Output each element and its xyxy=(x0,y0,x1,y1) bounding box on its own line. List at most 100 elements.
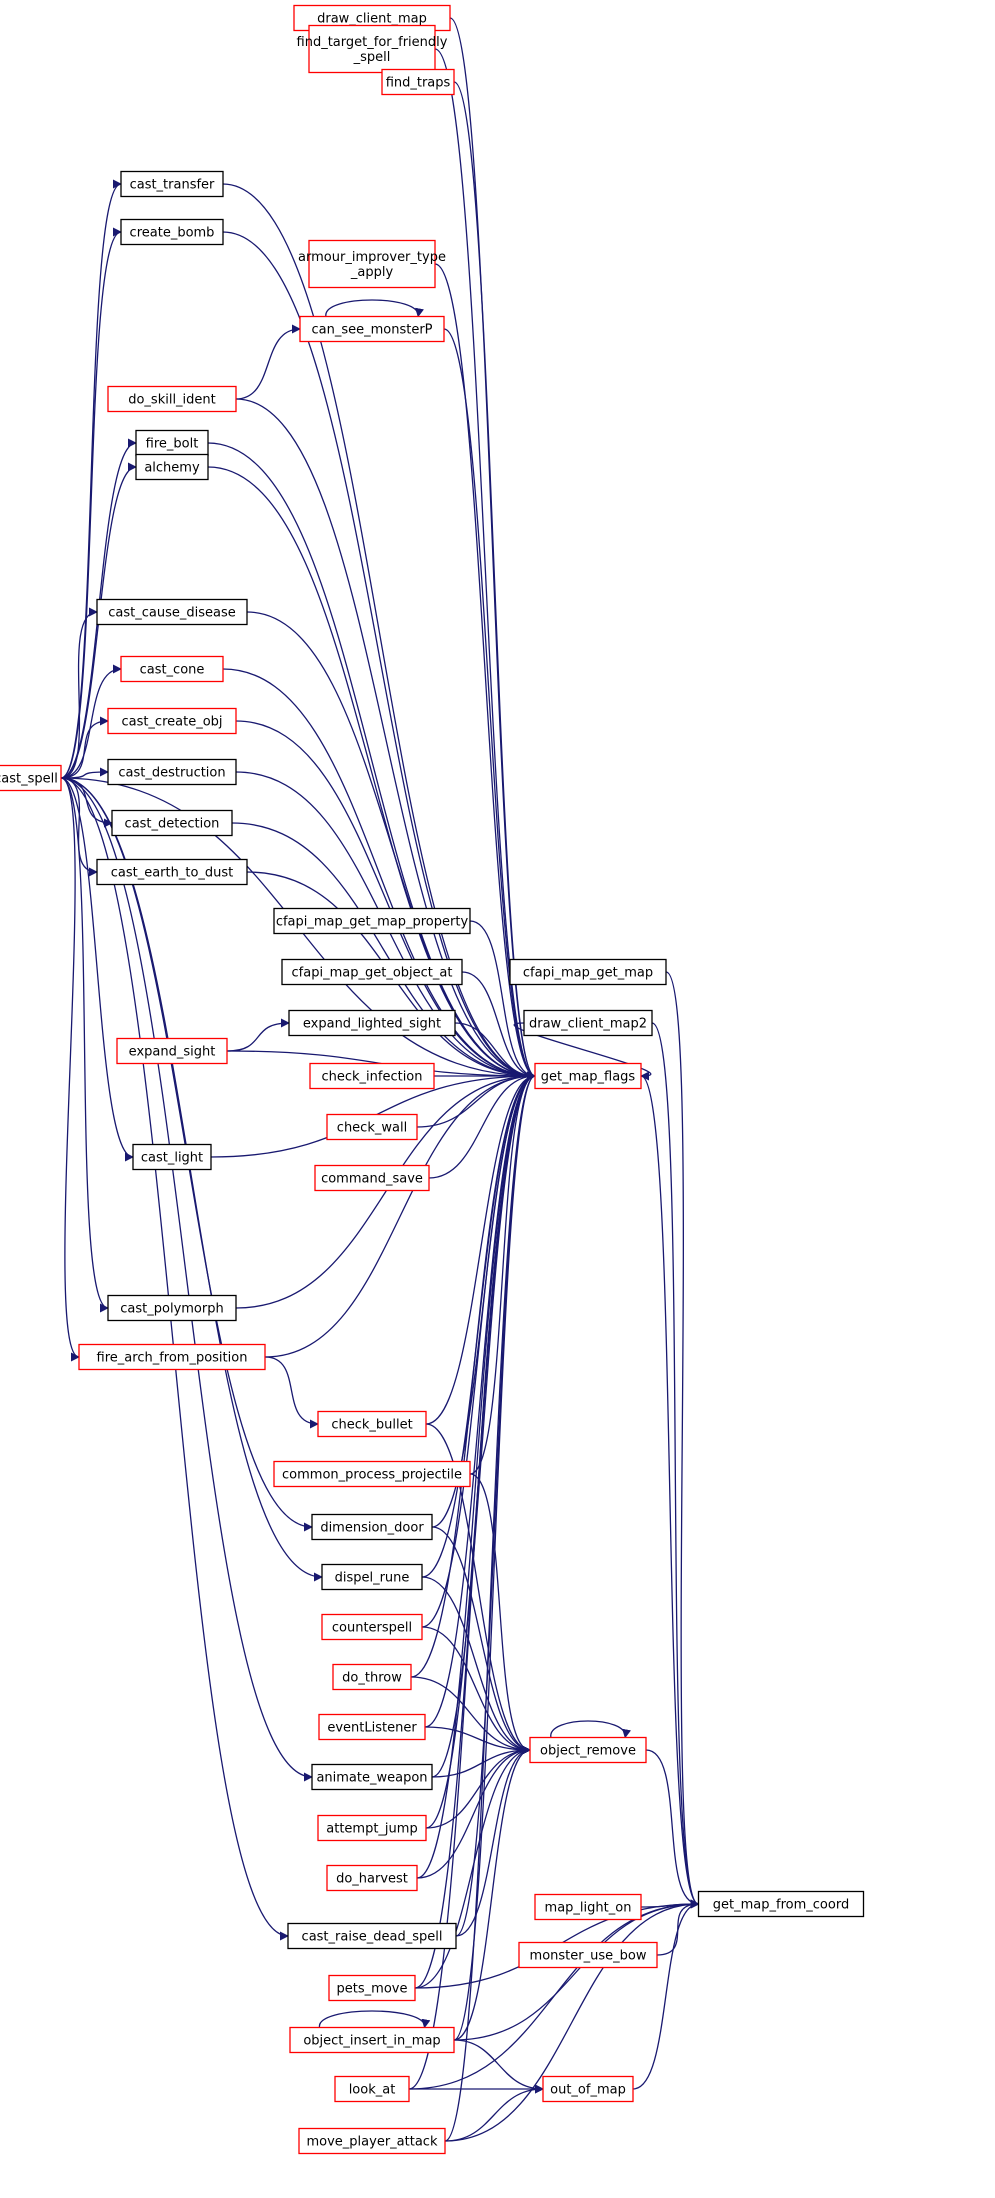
edge-object_remove-to-object_remove xyxy=(550,1720,631,1739)
node-out_of_map[interactable]: out_of_map xyxy=(542,2075,634,2103)
node-cast_spell[interactable]: cast_spell xyxy=(0,764,62,792)
node-box xyxy=(334,2075,410,2103)
edge-can_see_monsterP-to-get_map_flags xyxy=(443,328,536,1081)
node-do_throw[interactable]: do_throw xyxy=(332,1663,412,1691)
node-cast_earth_to_dust[interactable]: cast_earth_to_dust xyxy=(96,858,248,886)
node-box xyxy=(107,707,237,735)
node-label: fire_bolt xyxy=(146,437,199,452)
node-box xyxy=(298,2127,446,2155)
node-cast_light[interactable]: cast_light xyxy=(132,1143,212,1171)
node-box xyxy=(111,809,233,837)
node-pets_move[interactable]: pets_move xyxy=(328,1974,416,2002)
node-label: cast_cause_disease xyxy=(108,606,235,621)
edge-expand_lighted_sight-to-get_map_flags xyxy=(454,1022,536,1081)
node-box xyxy=(78,1343,266,1371)
node-cast_raise_dead_spell[interactable]: cast_raise_dead_spell xyxy=(287,1922,457,1950)
node-dimension_door[interactable]: dimension_door xyxy=(311,1513,433,1541)
edge-cast_polymorph-to-get_map_flags xyxy=(235,1071,536,1309)
node-cast_destruction[interactable]: cast_destruction xyxy=(107,758,237,786)
node-label: object_insert_in_map xyxy=(303,2034,440,2049)
node-label: cast_destruction xyxy=(118,766,225,781)
node-label: common_process_projectile xyxy=(282,1468,462,1483)
node-object_insert_in_map[interactable]: object_insert_in_map xyxy=(289,2026,455,2054)
edge-animate_weapon-to-object_remove xyxy=(431,1745,531,1778)
node-label: draw_client_map xyxy=(317,12,427,27)
node-armour_improver_type_apply[interactable]: armour_improver_type_apply xyxy=(298,239,446,289)
node-move_player_attack[interactable]: move_player_attack xyxy=(298,2127,446,2155)
node-alchemy[interactable]: alchemy xyxy=(135,453,209,481)
node-create_bomb[interactable]: create_bomb xyxy=(120,218,224,246)
edge-find_traps-to-get_map_flags xyxy=(453,81,536,1081)
edge-animate_weapon-to-get_map_flags xyxy=(431,1071,536,1778)
edge-can_see_monsterP-to-can_see_monsterP xyxy=(325,299,424,318)
node-box xyxy=(299,315,445,343)
edge-check_bullet-to-object_remove xyxy=(425,1423,531,1755)
node-box xyxy=(288,1009,456,1037)
node-dispel_rune[interactable]: dispel_rune xyxy=(321,1563,423,1591)
node-cast_detection[interactable]: cast_detection xyxy=(111,809,233,837)
node-cfapi_map_get_map_property[interactable]: cfapi_map_get_map_property xyxy=(273,907,471,935)
node-label: cast_earth_to_dust xyxy=(111,866,234,881)
node-fire_bolt[interactable]: fire_bolt xyxy=(135,429,209,457)
node-label: expand_lighted_sight xyxy=(303,1017,441,1032)
edge-find_target_for_friendly_spell-to-get_map_flags xyxy=(434,48,536,1081)
node-map_light_on[interactable]: map_light_on xyxy=(534,1893,642,1921)
node-box xyxy=(107,758,237,786)
node-counterspell[interactable]: counterspell xyxy=(321,1613,423,1641)
node-label: check_wall xyxy=(337,1121,407,1136)
node-do_harvest[interactable]: do_harvest xyxy=(326,1864,418,1892)
node-expand_sight[interactable]: expand_sight xyxy=(116,1037,228,1065)
node-box xyxy=(135,429,209,457)
node-monster_use_bow[interactable]: monster_use_bow xyxy=(518,1941,658,1969)
node-check_wall[interactable]: check_wall xyxy=(326,1113,418,1141)
node-label: look_at xyxy=(349,2083,396,2098)
node-cast_cone[interactable]: cast_cone xyxy=(120,655,224,683)
node-cast_create_obj[interactable]: cast_create_obj xyxy=(107,707,237,735)
node-look_at[interactable]: look_at xyxy=(334,2075,410,2103)
edge-cast_spell-to-cast_light xyxy=(60,777,134,1162)
edge-move_player_attack-to-get_map_from_coord xyxy=(444,1899,700,2142)
node-box xyxy=(135,453,209,481)
node-cfapi_map_get_map[interactable]: cfapi_map_get_map xyxy=(509,958,667,986)
edge-cfapi_map_get_map_property-to-get_map_flags xyxy=(469,920,536,1081)
node-command_save[interactable]: command_save xyxy=(314,1164,430,1192)
node-draw_client_map2[interactable]: draw_client_map2 xyxy=(523,1009,653,1037)
node-eventListener[interactable]: eventListener xyxy=(318,1713,426,1741)
node-box xyxy=(328,1974,416,2002)
node-find_traps[interactable]: find_traps xyxy=(381,68,455,96)
node-check_infection[interactable]: check_infection xyxy=(309,1062,435,1090)
node-object_remove[interactable]: object_remove xyxy=(529,1736,647,1764)
edge-counterspell-to-object_remove xyxy=(421,1626,531,1755)
node-attempt_jump[interactable]: attempt_jump xyxy=(317,1814,427,1842)
node-animate_weapon[interactable]: animate_weapon xyxy=(311,1763,433,1791)
node-label: pets_move xyxy=(337,1982,408,1997)
node-label: find_traps xyxy=(386,76,451,91)
edge-armour_improver_type_apply-to-get_map_flags xyxy=(434,263,536,1081)
node-label: dispel_rune xyxy=(335,1571,410,1586)
edge-cast_spell-to-cast_cone xyxy=(60,664,122,779)
node-check_bullet[interactable]: check_bullet xyxy=(317,1410,427,1438)
node-do_skill_ident[interactable]: do_skill_ident xyxy=(107,385,237,413)
node-cast_polymorph[interactable]: cast_polymorph xyxy=(107,1294,237,1322)
edge-command_save-to-get_map_flags xyxy=(428,1071,536,1179)
node-label: expand_sight xyxy=(129,1045,216,1060)
node-box xyxy=(534,1893,642,1921)
node-label: map_light_on xyxy=(545,1901,632,1916)
node-label: cast_detection xyxy=(125,817,220,832)
edge-cast_spell-to-cast_cause_disease xyxy=(60,607,98,779)
node-box xyxy=(509,958,667,986)
node-cast_cause_disease[interactable]: cast_cause_disease xyxy=(96,598,248,626)
node-get_map_flags[interactable]: get_map_flags xyxy=(534,1062,642,1090)
node-cfapi_map_get_object_at[interactable]: cfapi_map_get_object_at xyxy=(281,958,463,986)
node-fire_arch_from_position[interactable]: fire_arch_from_position xyxy=(78,1343,266,1371)
node-box xyxy=(96,858,248,886)
node-expand_lighted_sight[interactable]: expand_lighted_sight xyxy=(288,1009,456,1037)
node-common_process_projectile[interactable]: common_process_projectile xyxy=(273,1460,471,1488)
node-label: create_bomb xyxy=(130,226,215,241)
node-find_target_for_friendly_spell[interactable]: find_target_for_friendly_spell xyxy=(297,24,448,74)
edge-cfapi_map_get_object_at-to-get_map_flags xyxy=(461,971,536,1081)
node-can_see_monsterP[interactable]: can_see_monsterP xyxy=(299,315,445,343)
edge-counterspell-to-get_map_flags xyxy=(421,1071,536,1628)
nodes-layer: draw_client_mapfind_target_for_friendly_… xyxy=(0,4,865,2155)
node-cast_transfer[interactable]: cast_transfer xyxy=(120,170,224,198)
